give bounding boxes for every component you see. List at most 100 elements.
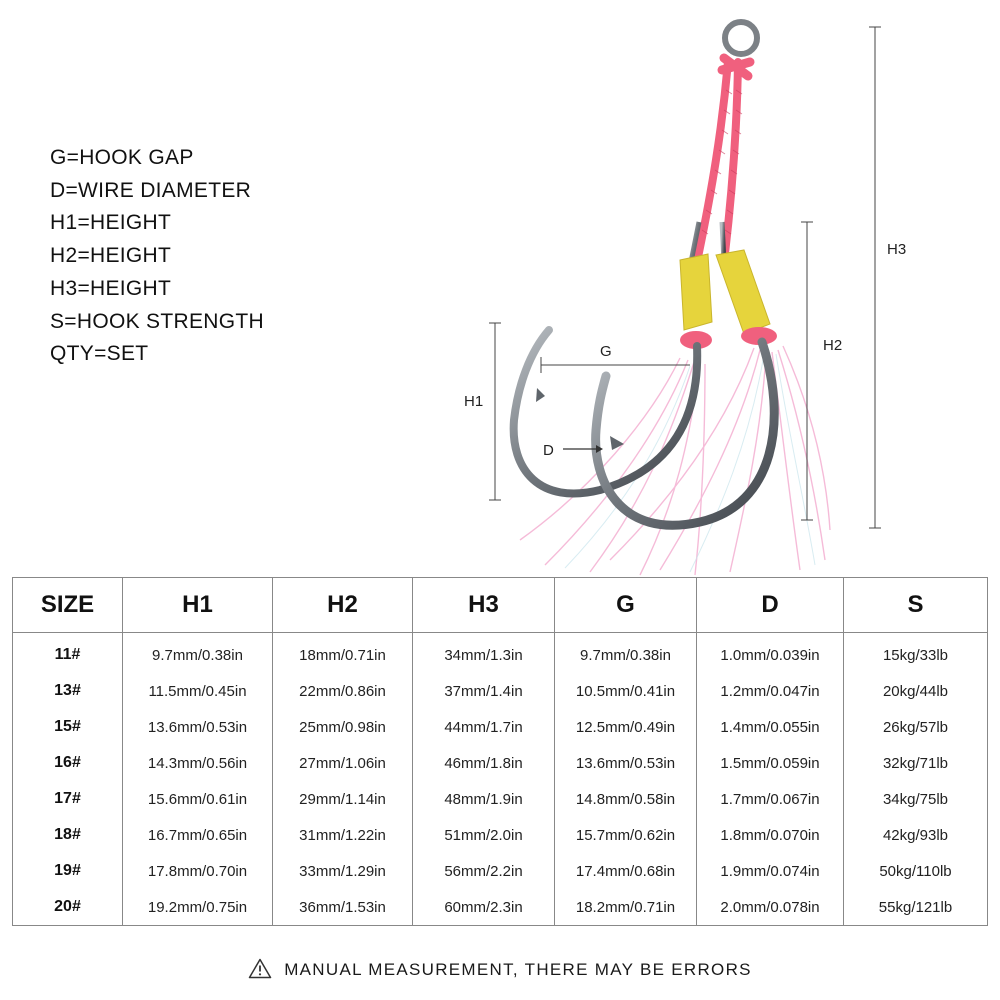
g-cell: 13.6mm/0.53in — [554, 745, 697, 781]
h3-cell: 48mm/1.9in — [412, 781, 555, 817]
s-cell: 55kg/121lb — [843, 889, 988, 926]
h2-cell: 25mm/0.98in — [272, 709, 413, 745]
table-row: 11# 9.7mm/0.38in 18mm/0.71in 34mm/1.3in … — [12, 632, 988, 673]
h1-cell: 9.7mm/0.38in — [122, 632, 273, 673]
h3-label: H3 — [887, 241, 906, 258]
assist-hook-figure: G D H1 H2 H3 — [464, 19, 906, 576]
table-row: 20# 19.2mm/0.75in 36mm/1.53in 60mm/2.3in… — [12, 889, 988, 926]
table-row: 16# 14.3mm/0.56in 27mm/1.06in 46mm/1.8in… — [12, 745, 988, 781]
g-cell: 17.4mm/0.68in — [554, 853, 697, 889]
table-row: 17# 15.6mm/0.61in 29mm/1.14in 48mm/1.9in… — [12, 781, 988, 817]
h1-cell: 16.7mm/0.65in — [122, 817, 273, 853]
h1-cell: 13.6mm/0.53in — [122, 709, 273, 745]
h3-cell: 46mm/1.8in — [412, 745, 555, 781]
table-row: 19# 17.8mm/0.70in 33mm/1.29in 56mm/2.2in… — [12, 853, 988, 889]
h2-cell: 31mm/1.22in — [272, 817, 413, 853]
h1-label: H1 — [464, 393, 483, 410]
h3-cell: 34mm/1.3in — [412, 632, 555, 673]
thread-binding-right — [715, 249, 771, 335]
h3-cell: 60mm/2.3in — [412, 889, 555, 926]
legend-qty: QTY=SET — [50, 342, 149, 366]
d-cell: 1.5mm/0.059in — [696, 745, 844, 781]
h1-cell: 11.5mm/0.45in — [122, 673, 273, 709]
size-cell: 16# — [12, 745, 123, 781]
g-cell: 18.2mm/0.71in — [554, 889, 697, 926]
s-cell: 26kg/57lb — [843, 709, 988, 745]
size-cell: 18# — [12, 817, 123, 853]
hook-right — [591, 337, 779, 530]
header-h3: H3 — [412, 577, 555, 633]
h3-cell: 44mm/1.7in — [412, 709, 555, 745]
legend-h2: H2=HEIGHT — [50, 244, 172, 268]
thread-binding-left — [679, 253, 713, 331]
g-cell: 15.7mm/0.62in — [554, 817, 697, 853]
size-cell: 13# — [12, 673, 123, 709]
legend-h1: H1=HEIGHT — [50, 211, 172, 235]
h2-label: H2 — [823, 337, 842, 354]
solid-ring — [722, 19, 760, 57]
d-cell: 1.7mm/0.067in — [696, 781, 844, 817]
assist-cord — [693, 53, 755, 266]
header-h2: H2 — [272, 577, 413, 633]
table-row: 15# 13.6mm/0.53in 25mm/0.98in 44mm/1.7in… — [12, 709, 988, 745]
flash-fibers — [519, 345, 831, 576]
h1-cell: 19.2mm/0.75in — [122, 889, 273, 926]
size-spec-table: SIZE H1 H2 H3 G D S 11# 9.7mm/0.38in 18m… — [12, 577, 988, 926]
header-size: SIZE — [12, 577, 123, 633]
h1-cell: 17.8mm/0.70in — [122, 853, 273, 889]
h2-dimension — [801, 221, 813, 521]
s-cell: 15kg/33lb — [843, 632, 988, 673]
s-cell: 34kg/75lb — [843, 781, 988, 817]
h2-cell: 22mm/0.86in — [272, 673, 413, 709]
h3-dimension — [869, 26, 881, 529]
measurement-notice: MANUAL MEASUREMENT, THERE MAY BE ERRORS — [0, 958, 1000, 984]
header-s: S — [843, 577, 988, 633]
dimension-legend: G=HOOK GAP D=WIRE DIAMETER H1=HEIGHT H2=… — [50, 142, 264, 371]
d-cell: 1.9mm/0.074in — [696, 853, 844, 889]
d-cell: 1.2mm/0.047in — [696, 673, 844, 709]
g-cell: 14.8mm/0.58in — [554, 781, 697, 817]
d-cell: 2.0mm/0.078in — [696, 889, 844, 926]
h2-cell: 18mm/0.71in — [272, 632, 413, 673]
g-cell: 9.7mm/0.38in — [554, 632, 697, 673]
size-cell: 11# — [12, 632, 123, 673]
legend-hook-strength: S=HOOK STRENGTH — [50, 309, 264, 333]
s-cell: 50kg/110lb — [843, 853, 988, 889]
h1-cell: 15.6mm/0.61in — [122, 781, 273, 817]
header-d: D — [696, 577, 844, 633]
h3-cell: 51mm/2.0in — [412, 817, 555, 853]
h2-cell: 29mm/1.14in — [272, 781, 413, 817]
legend-hook-gap: G=HOOK GAP — [50, 146, 194, 169]
table-row: 18# 16.7mm/0.65in 31mm/1.22in 51mm/2.0in… — [12, 817, 988, 853]
size-cell: 20# — [12, 889, 123, 926]
size-cell: 19# — [12, 853, 123, 889]
h3-cell: 56mm/2.2in — [412, 853, 555, 889]
d-cell: 1.8mm/0.070in — [696, 817, 844, 853]
size-cell: 15# — [12, 709, 123, 745]
warning-triangle-icon — [248, 958, 272, 984]
s-cell: 32kg/71lb — [843, 745, 988, 781]
header-g: G — [554, 577, 697, 633]
s-cell: 42kg/93lb — [843, 817, 988, 853]
h2-cell: 27mm/1.06in — [272, 745, 413, 781]
notice-text: MANUAL MEASUREMENT, THERE MAY BE ERRORS — [284, 960, 752, 979]
table-header-row: SIZE H1 H2 H3 G D S — [12, 577, 988, 633]
diameter-arrow — [563, 445, 603, 453]
header-h1: H1 — [122, 577, 273, 633]
legend-h3: H3=HEIGHT — [50, 276, 172, 300]
hook-left — [509, 326, 702, 498]
size-cell: 17# — [12, 781, 123, 817]
g-cell: 10.5mm/0.41in — [554, 673, 697, 709]
diameter-label: D — [543, 442, 554, 459]
g-cell: 12.5mm/0.49in — [554, 709, 697, 745]
h2-cell: 36mm/1.53in — [272, 889, 413, 926]
h3-cell: 37mm/1.4in — [412, 673, 555, 709]
h1-cell: 14.3mm/0.56in — [122, 745, 273, 781]
h1-dimension — [489, 322, 501, 501]
s-cell: 20kg/44lb — [843, 673, 988, 709]
legend-wire-diameter: D=WIRE DIAMETER — [50, 178, 252, 202]
gap-dimension — [540, 357, 690, 373]
d-cell: 1.0mm/0.039in — [696, 632, 844, 673]
gap-label: G — [600, 343, 612, 360]
d-cell: 1.4mm/0.055in — [696, 709, 844, 745]
